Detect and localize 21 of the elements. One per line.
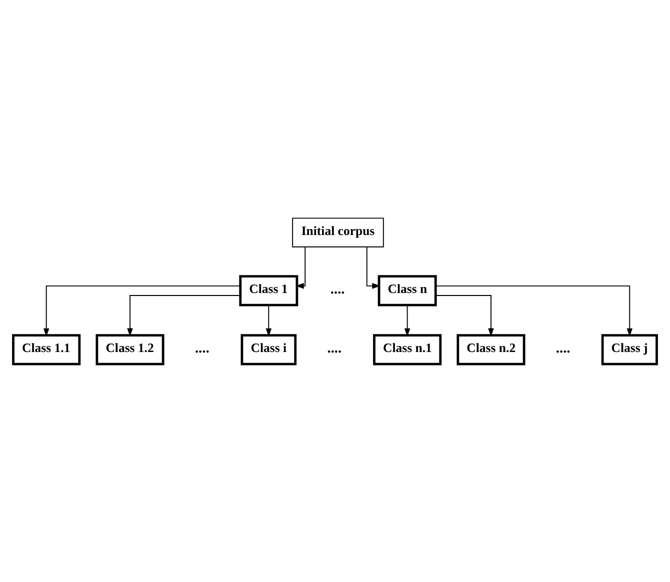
- arrow: [435, 294, 494, 336]
- label: ....: [194, 340, 210, 356]
- arrow: [366, 246, 380, 288]
- node-box: Class 1.2: [96, 334, 164, 365]
- node-box: Initial corpus: [292, 217, 384, 247]
- node-box: Class n.1: [373, 334, 442, 365]
- arrow: [266, 304, 272, 336]
- arrow: [296, 246, 306, 288]
- label: ....: [556, 340, 570, 356]
- arrow: [43, 284, 241, 336]
- node-box: Class n.2: [456, 334, 526, 365]
- node-box: Class j: [601, 334, 658, 365]
- node-box: Class 1: [239, 274, 298, 306]
- arrow: [404, 304, 410, 336]
- node-box: Class n: [378, 274, 437, 306]
- node-box: Class i: [240, 334, 297, 365]
- arrow: [435, 284, 633, 336]
- node-box: Class 1.1: [12, 334, 81, 365]
- label: ....: [330, 280, 345, 297]
- arrow: [127, 294, 241, 336]
- label: ....: [327, 340, 342, 356]
